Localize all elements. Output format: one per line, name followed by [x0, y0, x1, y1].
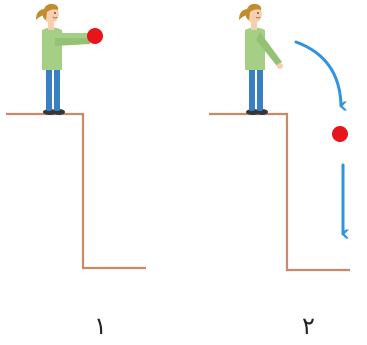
panel-label-1: ١ — [94, 312, 107, 340]
panel-2 — [209, 3, 350, 272]
down-arrow-icon — [294, 40, 341, 106]
cliff-outline — [209, 112, 350, 272]
cliff-outline — [6, 112, 146, 270]
ball-icon — [87, 28, 103, 44]
panel-label-2: ٢ — [302, 312, 315, 340]
ball-icon — [332, 126, 348, 142]
panel-1 — [6, 3, 146, 270]
girl-figure-icon — [239, 3, 283, 115]
girl-figure-icon — [36, 3, 93, 115]
